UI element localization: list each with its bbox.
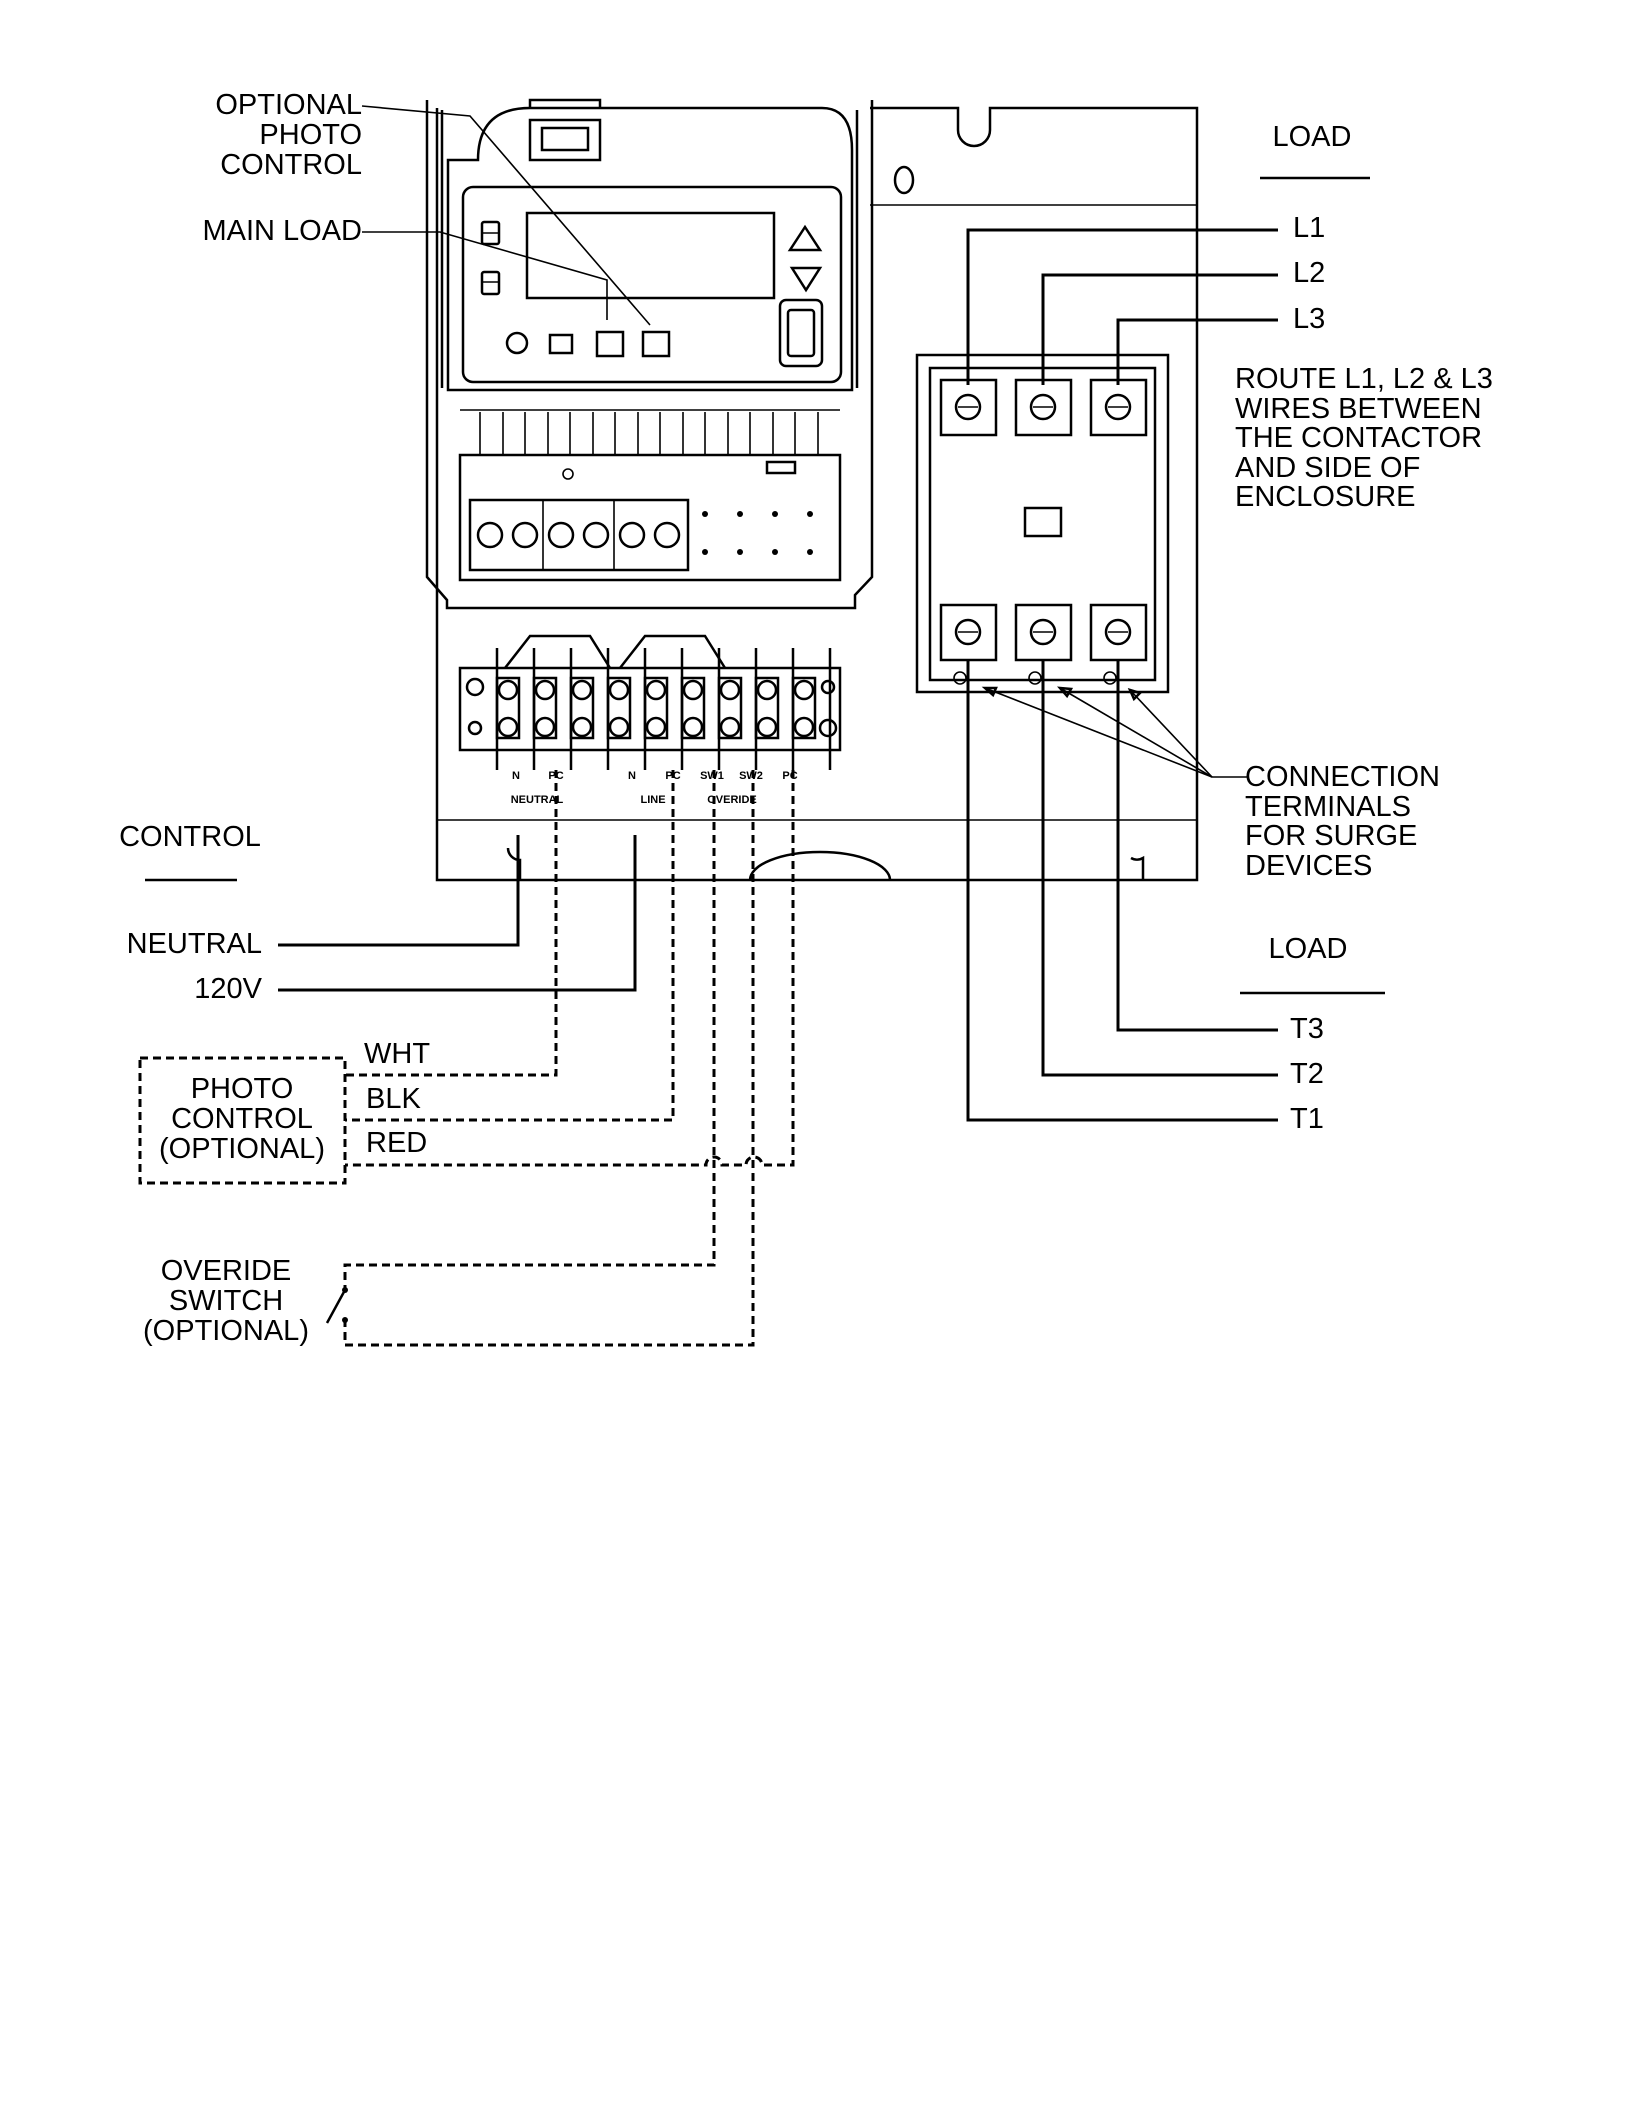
terminal-group-line: LINE — [640, 794, 665, 806]
route-note-2: WIRES BETWEEN — [1235, 393, 1482, 425]
label-t2: T2 — [1290, 1058, 1324, 1090]
label-load-bottom: LOAD — [1269, 933, 1348, 965]
vent-ribs — [460, 410, 840, 455]
label-neutral: NEUTRAL — [127, 928, 262, 960]
photo-box-1: PHOTO — [191, 1073, 294, 1105]
label-optional: OPTIONAL — [215, 89, 362, 121]
photo-box-3: (OPTIONAL) — [159, 1133, 325, 1165]
screw-terminal[interactable] — [513, 523, 537, 547]
label-photo: PHOTO — [259, 119, 362, 151]
override-1: OVERIDE — [161, 1255, 292, 1287]
override-2: SWITCH — [169, 1285, 283, 1317]
label-l3: L3 — [1293, 303, 1325, 335]
terminal-mark-pc: PC — [782, 770, 797, 782]
timer-module — [427, 100, 872, 608]
photo-box-2: CONTROL — [171, 1103, 313, 1135]
route-note-1: ROUTE L1, L2 & L3 — [1235, 363, 1493, 395]
switch-icon — [327, 1287, 348, 1323]
route-note-3: THE CONTACTOR — [1235, 422, 1482, 454]
label-l2: L2 — [1293, 257, 1325, 289]
label-blk: BLK — [366, 1083, 421, 1115]
route-note-5: ENCLOSURE — [1235, 481, 1416, 513]
screw-terminal[interactable] — [549, 523, 573, 547]
connection-note-3: FOR SURGE — [1245, 820, 1417, 852]
contactor — [917, 355, 1168, 692]
screw-terminal[interactable] — [655, 523, 679, 547]
terminal-mark-sw2: SW2 — [739, 770, 763, 782]
label-t3: T3 — [1290, 1013, 1324, 1045]
connection-note-1: CONNECTION — [1245, 761, 1440, 793]
label-l1: L1 — [1293, 212, 1325, 244]
override-3: (OPTIONAL) — [143, 1315, 309, 1347]
label-main-load: MAIN LOAD — [202, 215, 362, 247]
connection-note-2: TERMINALS — [1245, 791, 1411, 823]
screw-terminal[interactable] — [584, 523, 608, 547]
connection-note-4: DEVICES — [1245, 850, 1372, 882]
label-load-top: LOAD — [1273, 121, 1352, 153]
screw-terminal[interactable] — [478, 523, 502, 547]
route-note-4: AND SIDE OF — [1235, 452, 1420, 484]
terminal-mark-sw1: SW1 — [700, 770, 724, 782]
screw-terminal[interactable] — [620, 523, 644, 547]
label-wht: WHT — [364, 1038, 430, 1070]
label-t1: T1 — [1290, 1103, 1324, 1135]
label-control: CONTROL — [220, 149, 362, 181]
terminal-mark-n: N — [512, 770, 520, 782]
terminal-block: N PC N PC SW1 SW2 PC NEUTRAL LINE OVERID… — [460, 636, 840, 806]
label-red: RED — [366, 1127, 427, 1159]
label-120v: 120V — [194, 973, 262, 1005]
terminal-mark-n: N — [628, 770, 636, 782]
pin-grid — [702, 511, 813, 555]
label-control-section: CONTROL — [119, 821, 261, 853]
